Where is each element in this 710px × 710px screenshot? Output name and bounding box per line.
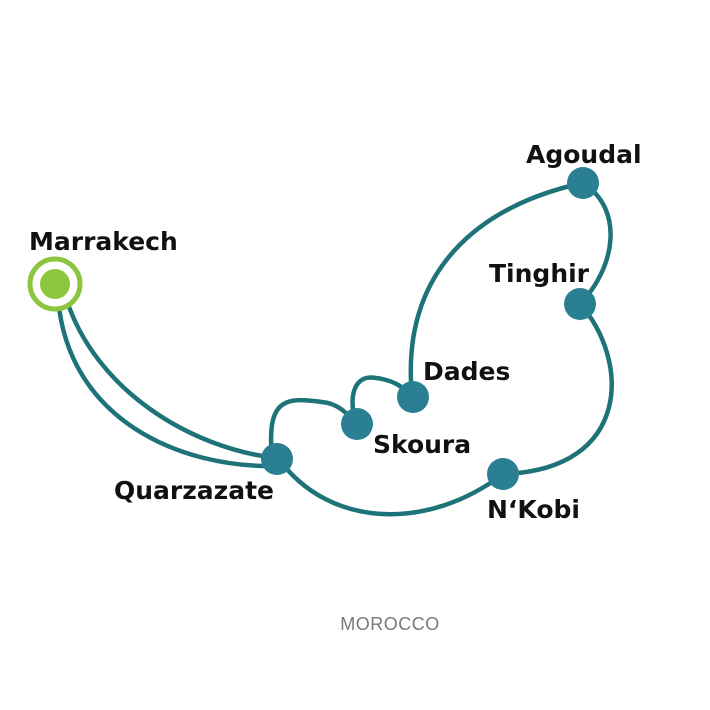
- label-dades: Dades: [423, 357, 510, 386]
- start-marker-inner-dot: [40, 269, 70, 299]
- route-nkobi-quarzazate: [275, 455, 506, 517]
- stop-marker-quarzazate[interactable]: [261, 443, 293, 475]
- route-agoudal-tinghir: [577, 180, 613, 307]
- route-marrakech-quarzazate-inner: [63, 295, 279, 461]
- label-quarzazate: Quarzazate: [114, 476, 274, 505]
- route-dades-agoudal: [408, 180, 586, 399]
- label-marrakech: Marrakech: [29, 227, 178, 256]
- route-tinghir-nkobi: [500, 301, 614, 477]
- stop-marker-agoudal[interactable]: [567, 167, 599, 199]
- stop-marker-nkobi[interactable]: [487, 458, 519, 490]
- country-label: MOROCCO: [340, 614, 440, 634]
- start-marker[interactable]: [27, 256, 83, 312]
- stop-marker-tinghir[interactable]: [564, 288, 596, 320]
- label-tinghir: Tinghir: [489, 259, 590, 288]
- stop-markers: [261, 167, 599, 490]
- route-lines: [55, 180, 614, 517]
- stop-marker-skoura[interactable]: [341, 408, 373, 440]
- label-nkobi: N‘Kobi: [487, 495, 580, 524]
- label-skoura: Skoura: [373, 430, 471, 459]
- city-labels: Marrakech Quarzazate Skoura Dades Agouda…: [29, 140, 642, 524]
- route-marrakech-quarzazate-outer: [55, 295, 279, 469]
- stop-marker-dades[interactable]: [397, 381, 429, 413]
- label-agoudal: Agoudal: [526, 140, 642, 169]
